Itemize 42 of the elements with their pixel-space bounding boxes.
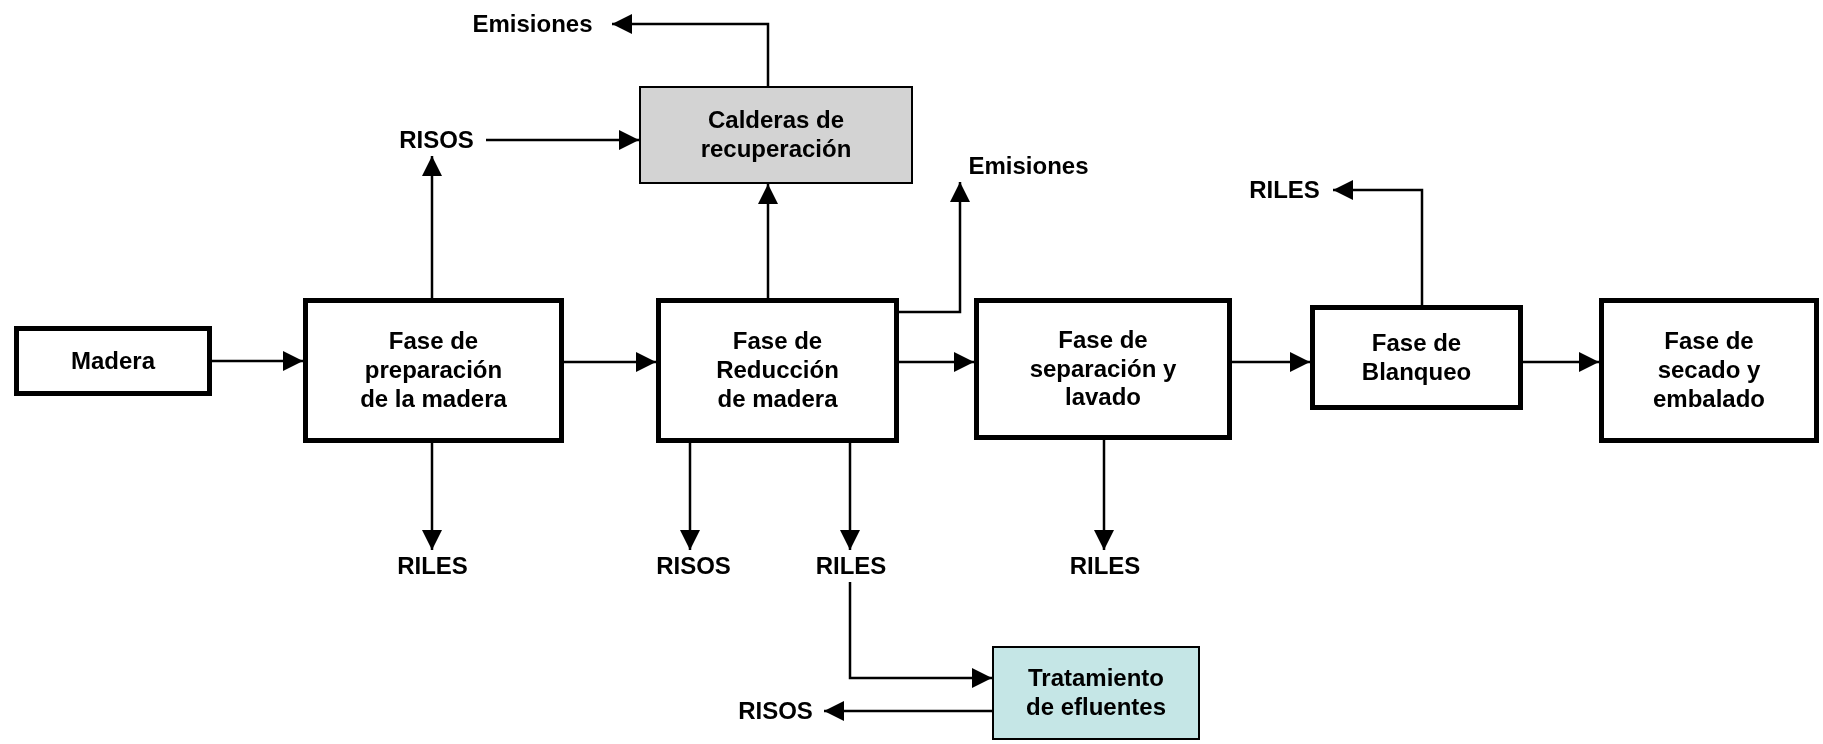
process-box (303, 298, 564, 443)
box-text: Fase de preparación de la madera (359, 327, 508, 414)
box-text: Fase de Blanqueo (1360, 328, 1473, 387)
output-label: RISOS (656, 551, 731, 581)
process-box (1599, 298, 1819, 443)
arrow (1232, 352, 1310, 372)
output-label: RISOS (738, 696, 813, 726)
output-label: Emisiones (472, 9, 593, 39)
process-box (974, 298, 1232, 440)
output-label: Emisiones (968, 151, 1089, 181)
arrow (758, 184, 778, 298)
output-label: RILES (1249, 175, 1320, 205)
box-text: Madera (70, 346, 155, 376)
arrow (840, 443, 860, 550)
output-label: RILES (1069, 551, 1141, 581)
arrow (899, 182, 970, 314)
arrow (422, 156, 442, 298)
process-box (1310, 305, 1523, 410)
output-label: RILES (397, 551, 468, 581)
box-text: Tratamiento de efluentes (1024, 664, 1167, 722)
arrow (486, 130, 639, 150)
box-text: Fase de secado y embalado (1652, 327, 1766, 414)
arrow (422, 443, 442, 550)
arrow (1333, 180, 1424, 305)
arrow (212, 351, 303, 371)
process-box (656, 298, 899, 443)
output-label: RILES (815, 551, 887, 581)
arrow (899, 352, 974, 372)
arrow (848, 582, 992, 688)
arrow (824, 701, 992, 721)
process-box (639, 86, 913, 184)
arrow (564, 352, 656, 372)
box-text: Fase de separación y lavado (1028, 325, 1178, 413)
process-box (992, 646, 1200, 740)
arrow (1094, 440, 1114, 550)
output-label: RISOS (399, 125, 474, 155)
box-text: Calderas de recuperación (699, 106, 853, 164)
process-box (14, 326, 212, 396)
arrow (680, 443, 700, 550)
arrow (1523, 352, 1599, 372)
arrow (612, 14, 770, 86)
box-text: Fase de Reducción de madera (715, 327, 840, 414)
